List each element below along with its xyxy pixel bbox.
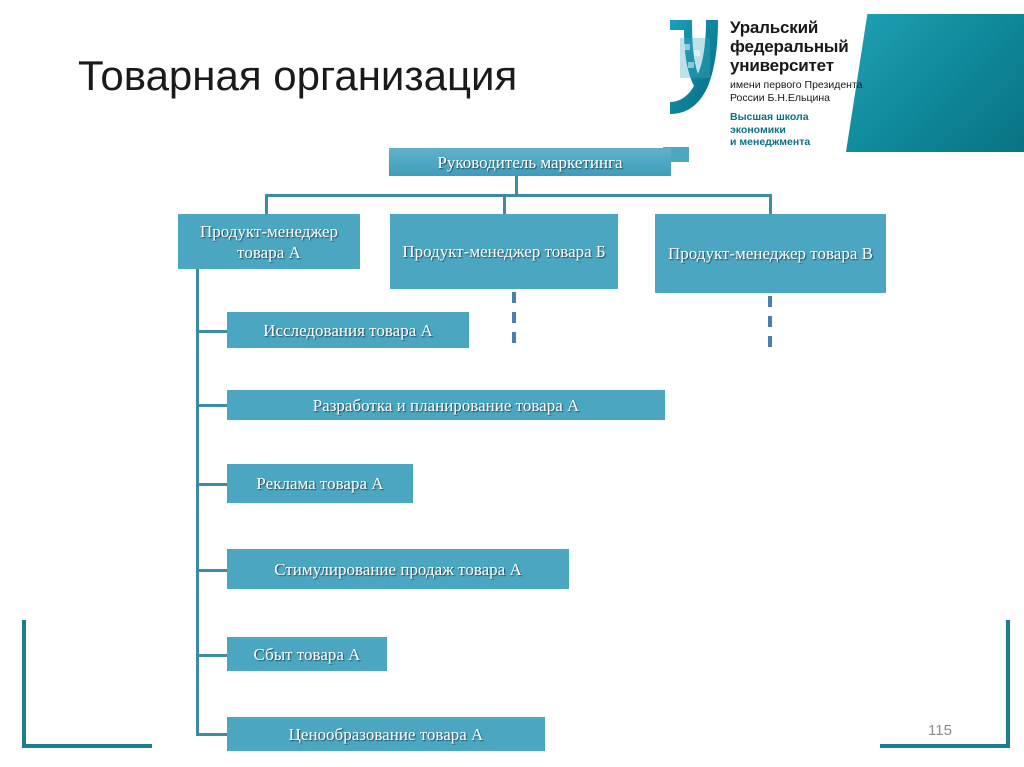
- connector-elbow-3: [196, 483, 228, 486]
- connector-elbow-6: [196, 733, 228, 736]
- logo-subtitle-2: России Б.Н.Ельцина: [730, 91, 830, 104]
- connector-root-stem: [515, 176, 518, 196]
- org-node-advertising[interactable]: Реклама товара А: [227, 464, 413, 503]
- org-node-pm-b[interactable]: Продукт-менеджер товара Б: [390, 214, 618, 289]
- bracket-horizontal: [22, 744, 152, 748]
- ural-federal-university-logo-icon: [666, 16, 724, 128]
- logo-subtitle-block: имени первого Президента России Б.Н.Ельц…: [730, 79, 876, 104]
- bracket-vertical: [22, 620, 26, 748]
- dash-segment: [512, 312, 516, 323]
- bracket-horizontal: [880, 744, 1010, 748]
- connector-horizontal-bus: [265, 194, 772, 197]
- org-node-research[interactable]: Исследования товара А: [227, 312, 469, 348]
- connector-elbow-5: [196, 654, 228, 657]
- connector-elbow-1: [196, 330, 228, 333]
- org-node-pm-a-label: Продукт-менеджер товара А: [199, 221, 338, 262]
- logo-school-2: экономики: [730, 123, 786, 136]
- bottom-right-corner-bracket: [880, 620, 1010, 748]
- org-node-root[interactable]: Руководитель маркетинга: [389, 148, 671, 176]
- dashed-branch-pm-b: [512, 292, 516, 352]
- org-node-pm-c[interactable]: Продукт-менеджер товара В: [655, 214, 886, 293]
- org-node-pm-c-label: Продукт-менеджер товара В: [668, 244, 873, 263]
- dash-segment: [768, 296, 772, 307]
- org-node-pricing[interactable]: Ценообразование товара А: [227, 717, 545, 751]
- bottom-left-corner-bracket: [22, 620, 152, 748]
- page-number: 115: [928, 722, 952, 739]
- page-title: Товарная организация: [78, 52, 518, 99]
- logo-school-block: Высшая школа экономики и менеджмента: [730, 111, 876, 149]
- org-node-development[interactable]: Разработка и планирование товара А: [227, 390, 665, 420]
- teal-accent-shape: [846, 14, 1024, 152]
- logo-school-1: Высшая школа: [730, 111, 809, 123]
- org-node-sales-promotion[interactable]: Стимулирование продаж товара А: [227, 549, 569, 589]
- connector-drop-pm-a: [265, 194, 268, 215]
- dashed-branch-pm-c: [768, 296, 772, 356]
- org-node-distribution[interactable]: Сбыт товара А: [227, 637, 387, 671]
- bracket-vertical: [1006, 620, 1010, 748]
- logo-text-block: Уральский федеральный университет имени …: [730, 18, 876, 149]
- logo-line-3: университет: [730, 56, 834, 75]
- university-logo: Уральский федеральный университет имени …: [666, 8, 876, 156]
- org-node-pm-a[interactable]: Продукт-менеджер товара А: [178, 214, 360, 269]
- logo-line-1: Уральский: [730, 18, 819, 37]
- connector-elbow-4: [196, 569, 228, 572]
- logo-subtitle-1: имени первого Президента: [730, 79, 863, 91]
- dash-segment: [768, 316, 772, 327]
- logo-school-3: и менеджмента: [730, 136, 811, 148]
- org-node-pm-b-label: Продукт-менеджер товара Б: [402, 242, 606, 261]
- dash-segment: [512, 332, 516, 343]
- connector-elbow-2: [196, 404, 228, 407]
- logo-line-2: федеральный: [730, 37, 849, 56]
- connector-drop-pm-b: [503, 194, 506, 215]
- connector-drop-pm-c: [769, 194, 772, 215]
- connector-left-spine: [196, 269, 199, 735]
- dash-segment: [768, 336, 772, 347]
- dash-segment: [512, 292, 516, 303]
